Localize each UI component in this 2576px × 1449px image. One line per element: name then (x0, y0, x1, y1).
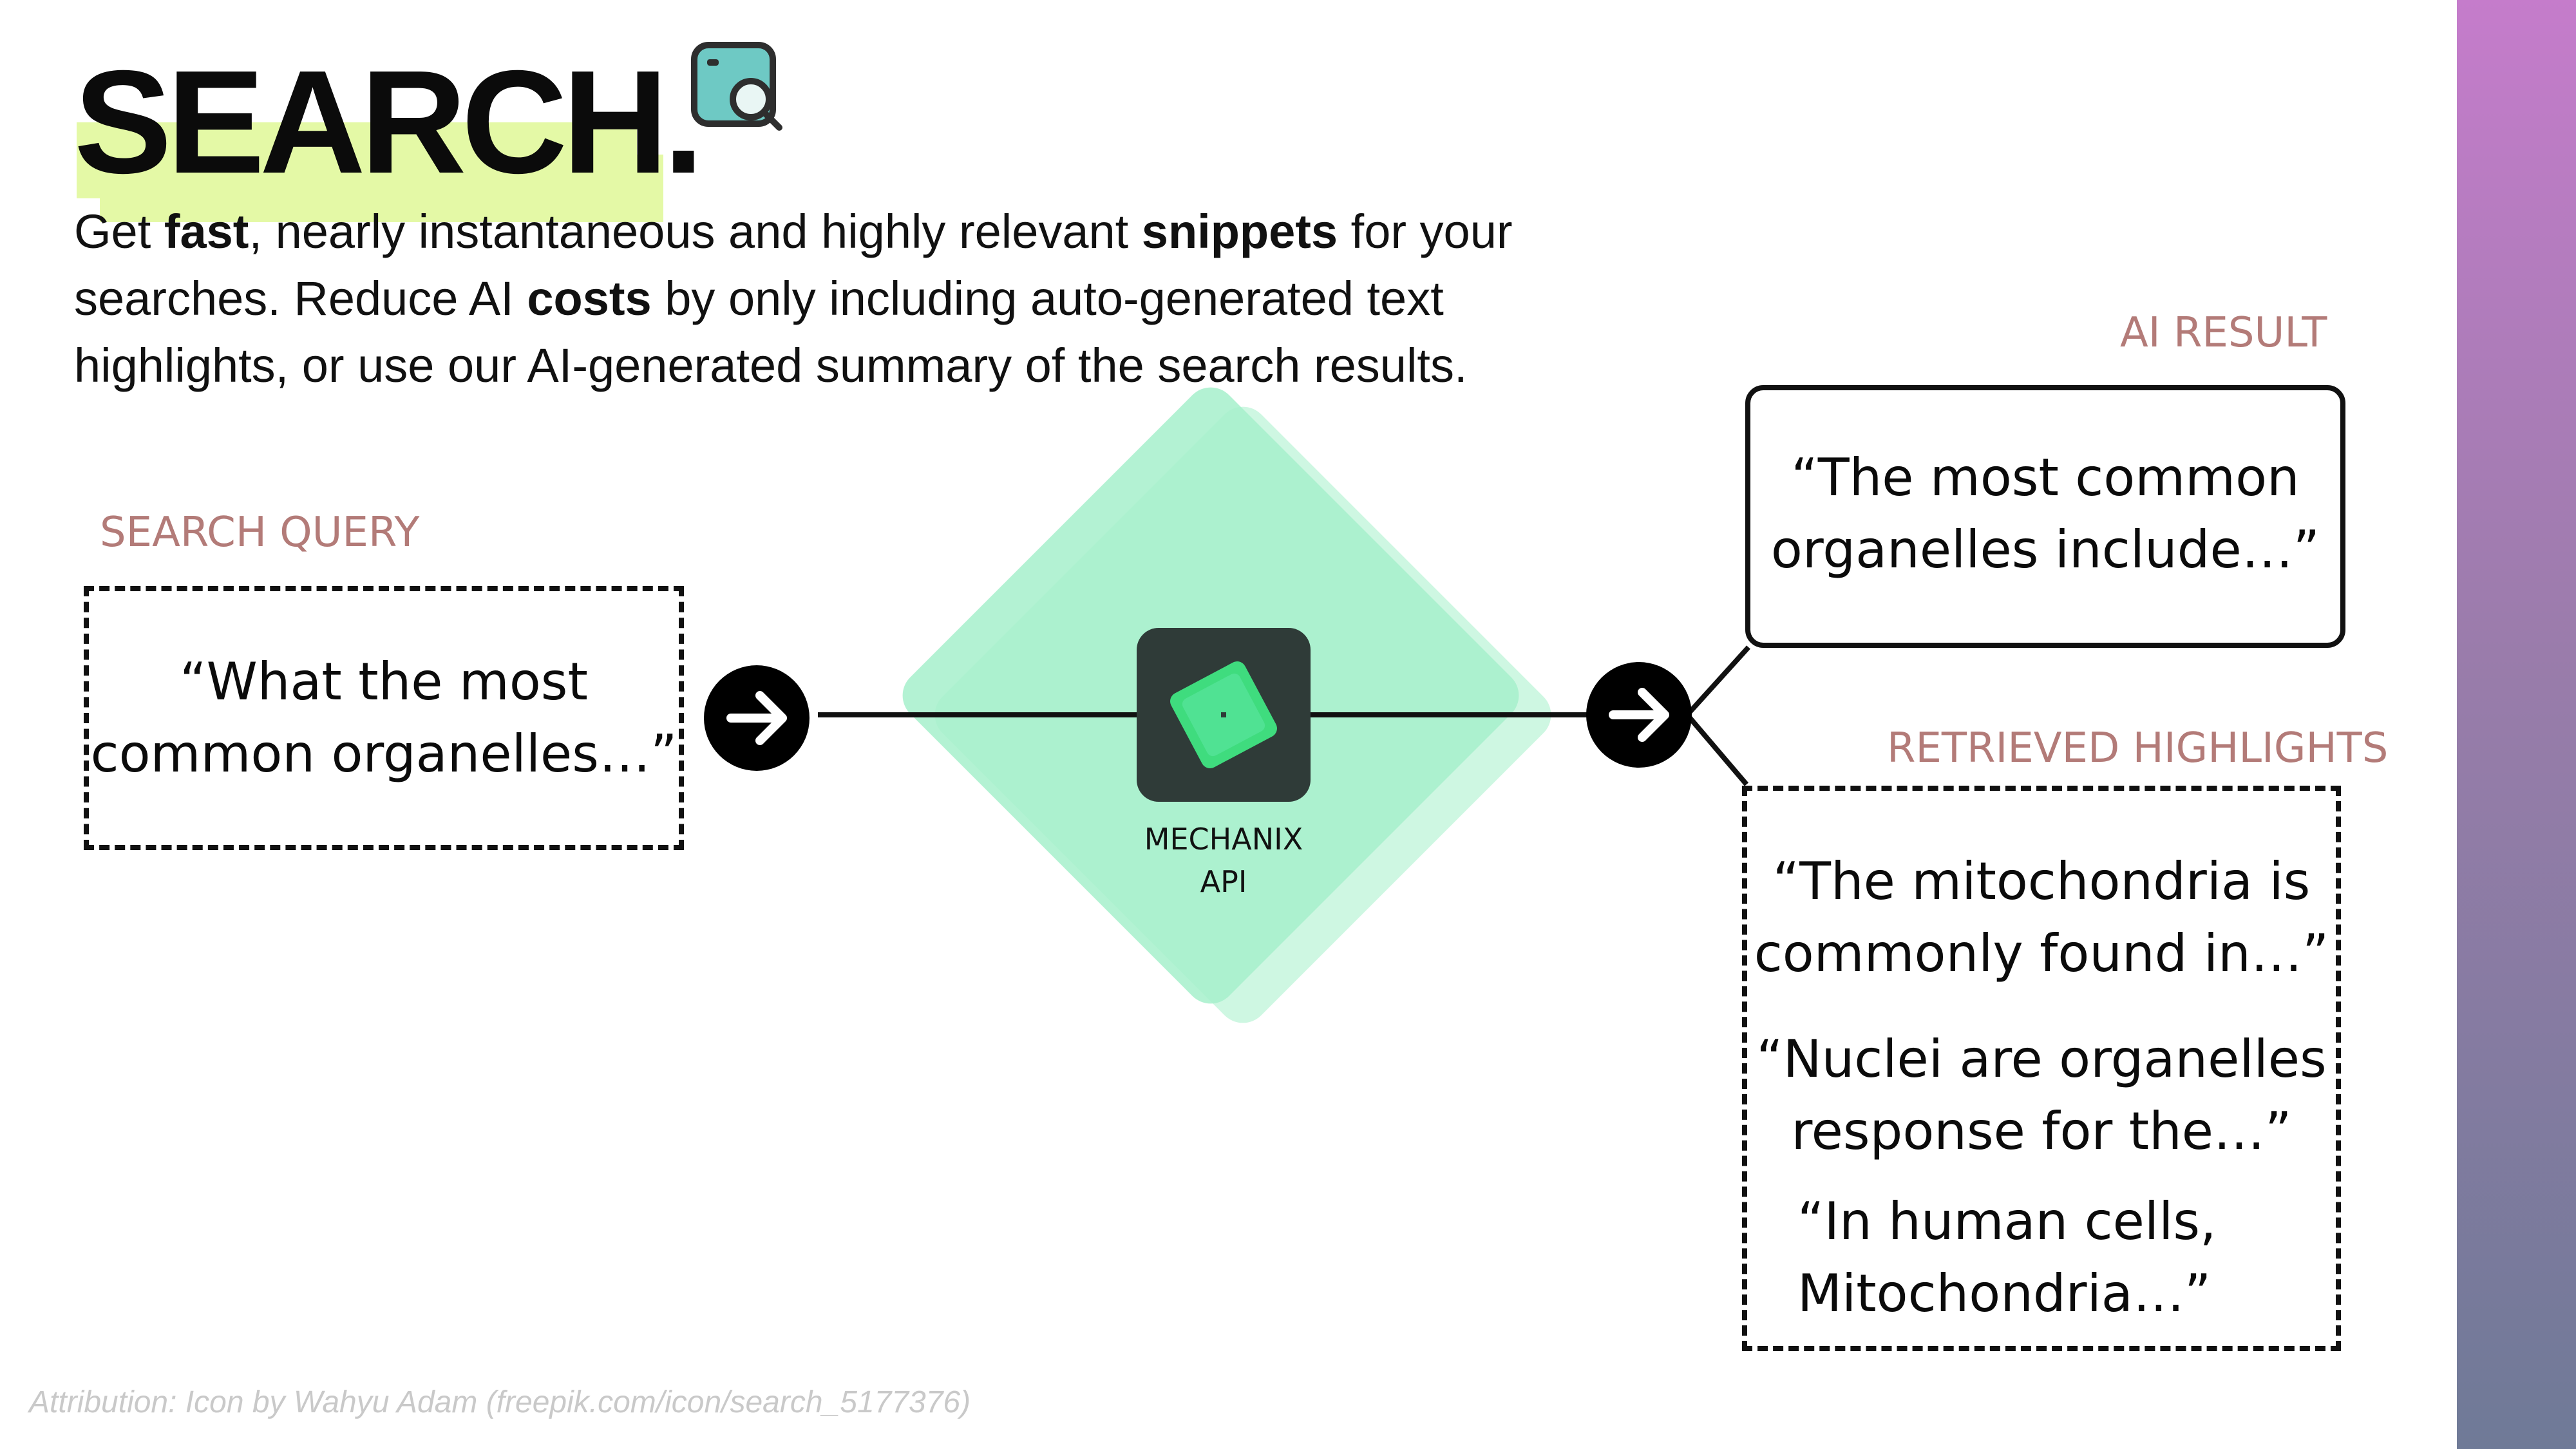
description-emphasis: snippets (1141, 205, 1338, 258)
retrieved-highlights-label: RETRIEVED HIGHLIGHTS (1887, 724, 2389, 772)
page-title: SEARCH. (74, 41, 704, 204)
highlight-item: “Nuclei are organelles response for the…… (1756, 1029, 2327, 1161)
description-text: by only including auto-generated text hi… (74, 272, 1468, 392)
search-window-icon (691, 42, 782, 131)
mechanix-logo-icon (1137, 628, 1311, 802)
arrow-right-icon (1586, 662, 1692, 768)
highlight-item: “The mitochondria is commonly found in…” (1754, 851, 2329, 983)
attribution-text: Attribution: Icon by Wahyu Adam (freepik… (29, 1385, 971, 1419)
search-query-box: “What the most common organelles…” (84, 586, 684, 850)
description: Get fast, nearly instantaneous and highl… (74, 198, 1658, 399)
highlight-item: “In human cells, Mitochondria…” (1797, 1191, 2217, 1323)
retrieved-highlights-box: “The mitochondria is commonly found in…”… (1742, 786, 2341, 1351)
search-query-text: “What the most common organelles…” (90, 652, 677, 784)
description-emphasis: costs (527, 272, 652, 325)
description-emphasis: fast (164, 205, 249, 258)
ai-result-box: “The most common organelles include…” (1745, 385, 2345, 648)
title-highlight-shadow (100, 155, 663, 222)
description-text: for your searches. Reduce AI (74, 205, 1513, 325)
description-text: Get (74, 205, 164, 258)
title-block: SEARCH. (74, 26, 718, 222)
api-label: MECHANIX API (1144, 822, 1303, 899)
ai-result-label: AI RESULT (2120, 309, 2327, 357)
ai-result-text: “The most common organelles include…” (1770, 448, 2320, 580)
description-text: , nearly instantaneous and highly releva… (249, 205, 1142, 258)
arrow-right-icon (704, 665, 810, 771)
connector-line-to-ai-result (1685, 645, 1750, 717)
decorative-side-bar (2457, 0, 2576, 1449)
search-query-label: SEARCH QUERY (100, 509, 420, 556)
connector-line-to-highlights (1685, 713, 1749, 786)
